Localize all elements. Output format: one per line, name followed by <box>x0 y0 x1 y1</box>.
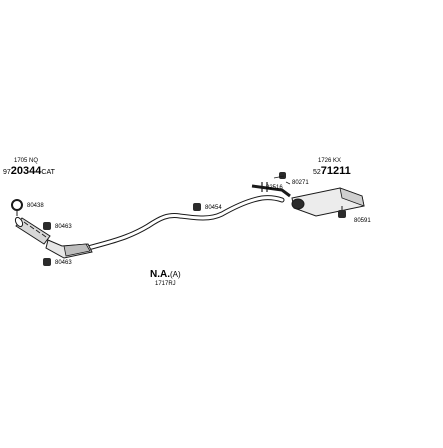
rear-silencer <box>291 187 365 217</box>
hanger-80591 <box>338 206 346 218</box>
catalytic-converter <box>45 239 93 259</box>
right-code-prefix: 52 <box>313 169 321 176</box>
part-label-80463-upper: 80463 <box>55 224 72 230</box>
right-ref-label: 1726 KX <box>318 158 342 164</box>
hanger-80463-upper <box>43 222 51 230</box>
part-label-80271: 80271 <box>292 180 309 186</box>
hanger-80454 <box>193 203 201 211</box>
clamp-82516 <box>261 182 268 192</box>
part-label-82516: 82516 <box>266 185 283 191</box>
na-suffix: (A) <box>170 270 181 279</box>
part-label-80463-lower: 80463 <box>55 260 72 266</box>
part-label-80454: 80454 <box>205 205 222 211</box>
hanger-80438 <box>11 199 23 216</box>
main-exhaust-pipe-inner <box>86 196 284 250</box>
left-part-code: 9720344CAT <box>3 166 55 177</box>
part-label-80591: 80591 <box>354 218 371 224</box>
part-label-80438: 80438 <box>27 203 44 209</box>
na-label: N.A.(A) <box>150 270 181 280</box>
hanger-80463-lower <box>43 258 51 266</box>
center-ref-label: 1717RJ <box>155 281 176 287</box>
hanger-80271 <box>279 172 286 179</box>
left-code-prefix: 97 <box>3 169 11 176</box>
na-bold: N.A. <box>150 269 170 280</box>
right-part-code: 5271211 <box>313 166 351 177</box>
flex-pipe <box>14 216 51 245</box>
left-ref-label: 1705 NQ <box>14 158 39 164</box>
left-code-suffix: CAT <box>41 169 55 176</box>
left-code-bold: 20344 <box>10 165 42 177</box>
right-code-bold: 71211 <box>320 165 351 177</box>
